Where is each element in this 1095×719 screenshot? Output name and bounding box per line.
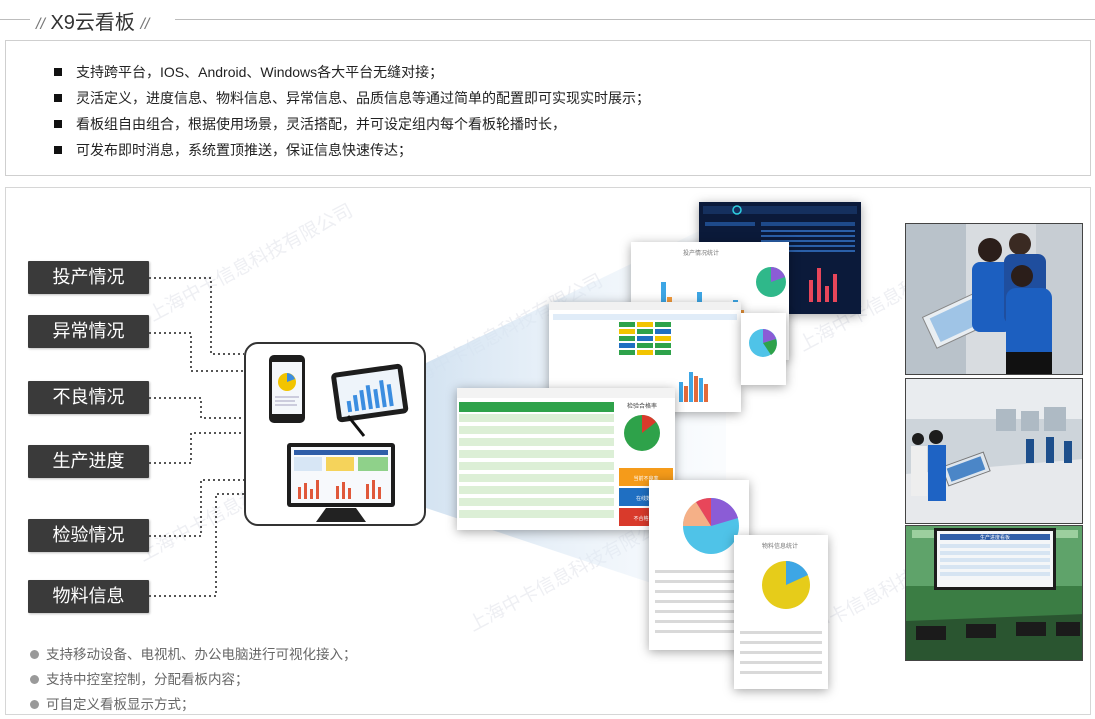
dashboard-thumbnail-pie-small [741,313,786,385]
photo-office-control-room [905,378,1083,524]
feature-item: 灵活定义，进度信息、物料信息、异常信息、品质信息等通过简单的配置即可实现实时展示… [50,85,650,111]
dot-bullet-icon [30,650,39,659]
tile-label-online-quantity: 在线数量 [636,495,656,502]
dashboard-thumbnail-pie-multi [649,480,749,650]
card-title: 物料信息统计 [762,544,799,550]
page-title: // X9云看板 // [36,12,150,34]
category-button-defect[interactable]: 不良情况 [28,381,149,414]
category-button-progress[interactable]: 生产进度 [28,445,149,478]
feature-box: 支持跨平台，IOS、Android、Windows各大平台无缝对接； 灵活定义，… [5,40,1091,176]
device-group [244,342,426,526]
bullet-item: 支持中控室控制，分配看板内容； [28,667,357,692]
square-bullet-icon [54,146,62,154]
tile-label-nonconforming-quantity: 不合格数量 [633,515,658,522]
dot-bullet-icon [30,675,39,684]
category-button-exception[interactable]: 异常情况 [28,315,149,348]
photo-touchscreen-users [905,223,1083,375]
factory-monitor-title: 生产进度看板 [980,534,1010,541]
dot-bullet-icon [30,700,39,709]
section-header: // X9云看板 // [0,0,1095,40]
square-bullet-icon [54,120,62,128]
smartphone-icon [269,355,305,423]
header-divider-right [175,19,1095,20]
monitor-icon [287,443,395,522]
category-button-production[interactable]: 投产情况 [28,261,149,294]
photo-factory-monitor: 生产进度看板 [905,525,1083,661]
square-bullet-icon [54,68,62,76]
pie-title: 检验合格率 [627,402,657,410]
feature-item: 看板组自由组合，根据使用场景，灵活搭配，并可设定组内每个看板轮播时长， [50,111,650,137]
feature-list: 支持跨平台，IOS、Android、Windows各大平台无缝对接； 灵活定义，… [50,59,650,163]
bullet-item: 可自定义看板显示方式； [28,692,357,714]
connector-lines [149,277,244,597]
square-bullet-icon [54,94,62,102]
tablet-icon [331,363,409,437]
feature-item: 支持跨平台，IOS、Android、Windows各大平台无缝对接； [50,59,650,85]
category-button-inspection[interactable]: 检验情况 [28,519,149,552]
dashboard-thumbnail-pie-yellow: 物料信息统计 [734,535,828,689]
category-button-material[interactable]: 物料信息 [28,580,149,613]
dashboard-thumbnail-inspection: 当前不良率 在线数量 不合格数量 检验合格率 [457,388,675,530]
bullet-list: 支持移动设备、电视机、办公电脑进行可视化接入； 支持中控室控制，分配看板内容； … [28,642,357,714]
feature-item: 可发布即时消息，系统置顶推送，保证信息快速传达； [50,137,650,163]
card-title: 投产情况统计 [683,251,720,257]
bullet-item: 支持移动设备、电视机、办公电脑进行可视化接入； [28,642,357,667]
header-divider-left [0,19,30,20]
tile-label-defect-rate: 当前不良率 [633,475,658,482]
main-panel: 上海中卡信息科技有限公司 上海中卡信息科技有限公司 上海中卡信息科技有限公司 上… [5,187,1091,715]
